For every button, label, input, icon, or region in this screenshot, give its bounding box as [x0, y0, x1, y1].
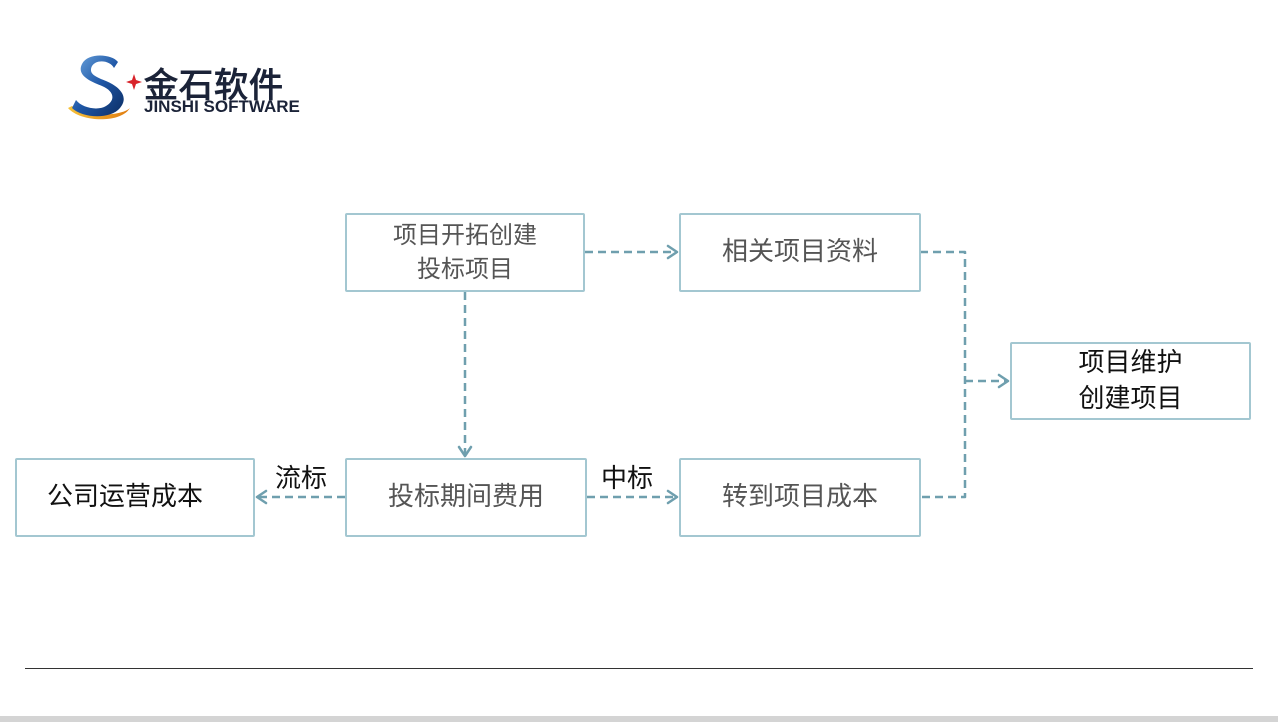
node-project-create-line2: 投标项目: [417, 254, 513, 283]
edge-label-won-bid: 中标: [601, 464, 654, 494]
node-bid-expense: 投标期间费用: [345, 458, 587, 537]
node-related-docs: 相关项目资料: [679, 213, 921, 292]
logo-chinese-name: 金石软件: [144, 66, 284, 106]
node-project-create: 项目开拓创建 投标项目: [345, 213, 585, 292]
node-company-cost: 公司运营成本: [15, 458, 255, 537]
jinshi-logo: 金石软件 JINSHI SOFTWARE: [62, 50, 312, 125]
arrowhead-left-company: [255, 489, 268, 505]
edge-label-lost-bid: 流标: [275, 464, 328, 494]
node-related-docs-label: 相关项目资料: [721, 237, 878, 268]
logo-english-name: JINSHI SOFTWARE: [144, 97, 300, 116]
footer-divider: [25, 668, 1253, 669]
node-project-cost-label: 转到项目成本: [721, 482, 878, 513]
node-company-cost-label: 公司运营成本: [47, 482, 204, 513]
node-project-cost: 转到项目成本: [679, 458, 921, 537]
arrowhead-right-project-cost: [666, 489, 679, 505]
arrowhead-right-docs: [666, 244, 679, 260]
arrowhead-down-bid: [457, 445, 473, 458]
connector-docs-to-merge: [920, 250, 967, 499]
jinshi-logo-mark-icon: [68, 55, 142, 120]
bottom-band: [0, 716, 1278, 722]
node-bid-expense-label: 投标期间费用: [387, 482, 544, 513]
node-project-maintain-line2: 创建项目: [1078, 384, 1183, 414]
node-project-maintain-line1: 项目维护: [1078, 347, 1183, 378]
node-project-create-line1: 项目开拓创建: [393, 220, 537, 249]
node-project-maintain: 项目维护 创建项目: [1010, 342, 1251, 420]
arrowhead-right-maintain: [997, 373, 1010, 389]
